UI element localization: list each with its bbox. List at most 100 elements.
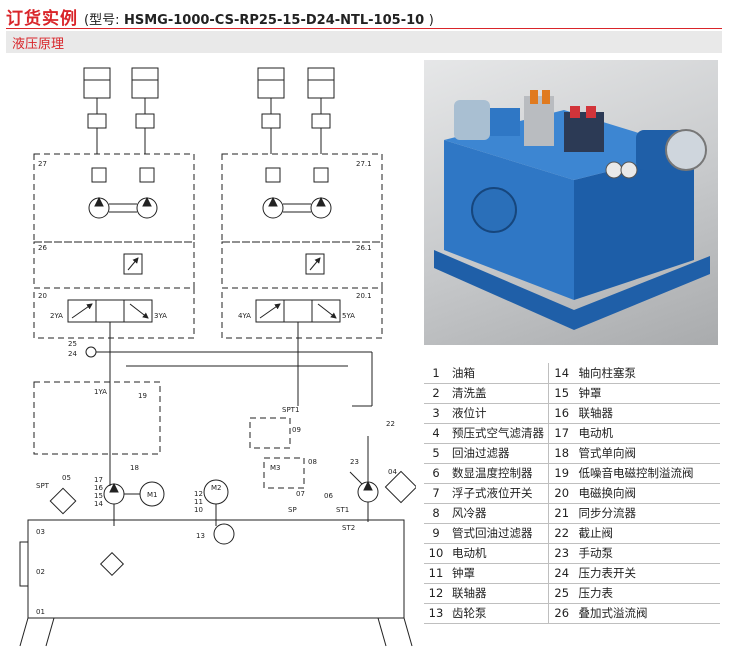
part-name: 管式单向阀 <box>574 443 720 464</box>
part-name: 手动泵 <box>574 543 720 564</box>
label-c24: 13 <box>196 532 205 540</box>
part-name: 油箱 <box>448 363 549 384</box>
model-prefix: (型号: <box>84 13 120 28</box>
return-filter <box>49 487 77 515</box>
label-c12: 08 <box>308 458 317 466</box>
part-number: 9 <box>424 523 448 544</box>
diagram-labels: 27 27.1 26 26.1 20 20.1 25 24 19 22 09 0… <box>36 160 397 616</box>
part-number: 19 <box>548 463 575 484</box>
pressure-lines <box>109 322 372 486</box>
label-c18: 15 <box>94 492 103 500</box>
part-number: 21 <box>548 503 575 524</box>
label-m2: M2 <box>211 484 222 492</box>
label-spt: SPT <box>36 482 50 490</box>
part-number: 11 <box>424 563 448 584</box>
part-number: 4 <box>424 423 448 444</box>
part-name: 截止阀 <box>574 523 720 544</box>
label-ya1: 1YA <box>94 388 107 396</box>
label-c11: 09 <box>292 426 301 434</box>
label-c27: 03 <box>36 528 45 536</box>
part-name: 同步分流器 <box>574 503 720 524</box>
part-name: 齿轮泵 <box>448 603 549 624</box>
section-bar: 液压原理 <box>6 31 722 53</box>
part-name: 电动机 <box>574 423 720 444</box>
label-c21: 12 <box>194 490 203 498</box>
label-ya4: 4YA <box>238 312 251 320</box>
part-number: 24 <box>548 563 575 584</box>
part-name: 联轴器 <box>574 403 720 424</box>
label-st1: ST1 <box>336 506 349 514</box>
label-c23: 10 <box>194 506 203 514</box>
label-c26: 06 <box>324 492 333 500</box>
directional-valve-left <box>67 299 153 323</box>
part-number: 5 <box>424 443 448 464</box>
label-c25: 07 <box>296 490 305 498</box>
part-number: 15 <box>548 383 575 404</box>
cylinder-group-left <box>83 67 159 154</box>
label-c28: 02 <box>36 568 45 576</box>
label-c7: 25 <box>68 340 77 348</box>
label-c29: 01 <box>36 608 45 616</box>
label-m3: M3 <box>270 464 281 472</box>
label-c6: 20.1 <box>356 292 372 300</box>
part-number: 25 <box>548 583 575 604</box>
cylinder-group-right <box>257 67 335 154</box>
part-number: 8 <box>424 503 448 524</box>
part-number: 13 <box>424 603 448 624</box>
part-number: 14 <box>548 363 575 384</box>
part-name: 叠加式溢流阀 <box>574 603 720 624</box>
part-number: 12 <box>424 583 448 604</box>
title-divider <box>6 28 722 29</box>
part-number: 3 <box>424 403 448 424</box>
label-spt1: SPT1 <box>282 406 299 414</box>
part-name: 电磁换向阀 <box>574 483 720 504</box>
label-c2: 27.1 <box>356 160 372 168</box>
suction-filter <box>99 551 125 577</box>
part-number: 7 <box>424 483 448 504</box>
label-c19: 14 <box>94 500 103 508</box>
hydraulic-station-illustration <box>434 90 710 330</box>
part-number: 16 <box>548 403 575 424</box>
part-name: 钟罩 <box>448 563 549 584</box>
label-c17: 16 <box>94 484 103 492</box>
part-number: 17 <box>548 423 575 444</box>
part-name: 清洗盖 <box>448 383 549 404</box>
hydraulic-station-photo <box>424 60 718 345</box>
part-number: 22 <box>548 523 575 544</box>
part-number: 10 <box>424 543 448 564</box>
part-name: 风冷器 <box>448 503 549 524</box>
label-m1: M1 <box>147 491 158 499</box>
oil-tank <box>19 519 413 647</box>
page-title: 订货实例 <box>6 9 78 29</box>
part-number: 2 <box>424 383 448 404</box>
label-ya2: 2YA <box>50 312 63 320</box>
part-number: 23 <box>548 543 575 564</box>
model-code: HSMG-1000-CS-RP25-15-D24-NTL-105-10 <box>123 13 425 28</box>
part-number: 20 <box>548 483 575 504</box>
gear-pump-unit <box>103 481 165 526</box>
hydraulic-schematic: 27 27.1 26 26.1 20 20.1 25 24 19 22 09 0… <box>19 67 416 647</box>
model-suffix: ) <box>428 13 434 28</box>
label-c13: 23 <box>350 458 359 466</box>
part-number: 18 <box>548 443 575 464</box>
label-sp: SP <box>288 506 297 514</box>
flow-divider-left <box>88 167 158 219</box>
part-name: 压力表 <box>574 583 720 604</box>
label-c3: 26 <box>38 244 47 252</box>
label-c8: 24 <box>68 350 77 358</box>
part-name: 管式回油过滤器 <box>448 523 549 544</box>
model-designation: (型号: HSMG-1000-CS-RP25-15-D24-NTL-105-10… <box>84 9 434 28</box>
